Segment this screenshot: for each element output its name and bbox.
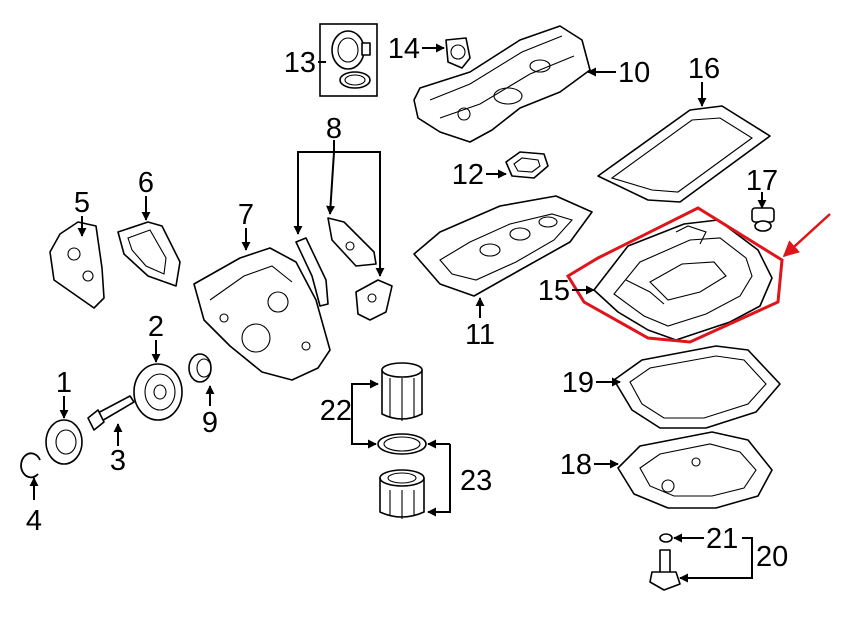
part-11-gasket [413, 195, 593, 297]
callout-18: 18 [560, 449, 592, 481]
callout-5: 5 [74, 187, 90, 219]
callout-11: 11 [465, 319, 495, 351]
part-10-valve-cover [413, 25, 591, 143]
callout-22: 22 [320, 395, 352, 427]
part-19-gasket [613, 345, 781, 429]
part-1-hub [45, 419, 83, 465]
callout-6: 6 [138, 167, 154, 199]
part-6-gasket [117, 221, 181, 287]
callout-13: 13 [284, 47, 316, 79]
part-15-oil-pan [593, 219, 773, 341]
callout-4: 4 [26, 505, 42, 537]
part-2-pulley [133, 363, 183, 421]
part-7-timing-cover [193, 247, 331, 381]
part-4-ring [20, 452, 41, 479]
part-14-flange [445, 37, 471, 69]
leader-lines [29, 43, 767, 583]
part-3-bolt [87, 395, 135, 431]
callout-14: 14 [388, 33, 420, 65]
part-18-lower-pan [617, 431, 773, 509]
part-12-gasket [505, 151, 549, 179]
part-16-gasket [597, 105, 771, 203]
part-23-filter-cap [379, 469, 425, 519]
part-5-cover [49, 221, 105, 309]
callout-20: 20 [756, 541, 788, 573]
callout-16: 16 [688, 53, 720, 85]
callout-labels: 1 2 3 4 5 6 7 8 9 10 11 12 13 14 15 16 1… [26, 33, 788, 573]
callout-15: 15 [538, 275, 570, 307]
part-15-highlight-outline [565, 206, 784, 344]
part-20-drain-plug [649, 549, 681, 591]
part-22-23-seal-ring [377, 433, 427, 455]
callout-3: 3 [110, 445, 126, 477]
callout-8: 8 [326, 113, 342, 145]
part-13-seal-kit [319, 23, 378, 97]
callout-10: 10 [618, 57, 650, 89]
callout-21: 21 [706, 523, 738, 555]
part-9-seal [188, 353, 212, 383]
callout-7: 7 [238, 199, 254, 231]
callout-12: 12 [452, 159, 484, 191]
part-17-sensor [751, 207, 775, 232]
highlight-arrow [782, 213, 831, 258]
part-22-oil-filter [381, 362, 423, 421]
callout-2: 2 [148, 311, 164, 343]
callout-19: 19 [562, 367, 594, 399]
callout-17: 17 [746, 165, 778, 197]
part-8-chain-guides [295, 217, 393, 321]
callout-1: 1 [56, 367, 72, 399]
callout-9: 9 [202, 407, 218, 439]
part-21-washer [659, 533, 673, 543]
callout-23: 23 [460, 465, 492, 497]
